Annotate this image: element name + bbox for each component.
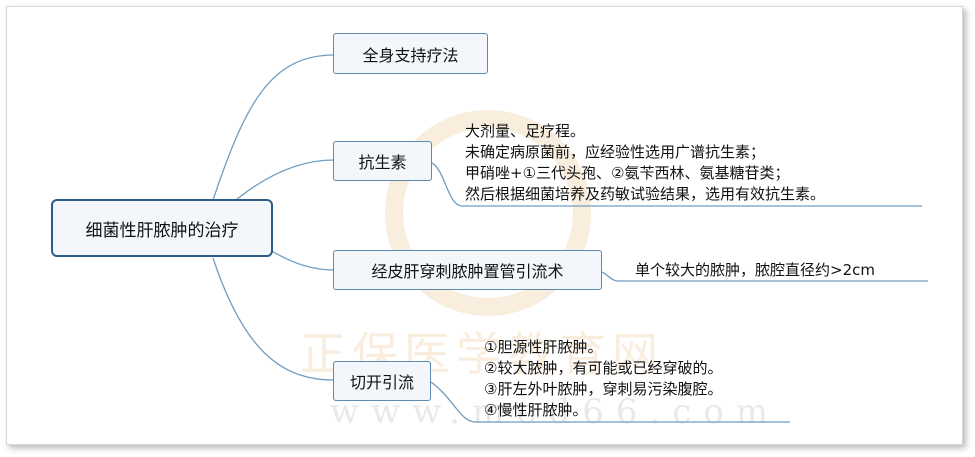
underline-note-3: [601, 271, 928, 282]
underline-note-2: [431, 162, 922, 207]
link-root-branch-4: [212, 257, 335, 381]
note-2-line-1: 大剂量、足疗程。: [465, 122, 586, 140]
note-4-line-1: ①胆源性肝脓肿。: [484, 338, 603, 356]
branch-node-4[interactable]: 切开引流: [333, 361, 431, 401]
link-root-branch-2: [229, 159, 335, 206]
note-2-line-2: 未确定病原菌前，应经验性选用广谱抗生素；: [465, 143, 766, 161]
note-4-line-2: ②较大脓肿，有可能或已经穿破的。: [484, 359, 723, 377]
note-2-line-3: 甲硝唑+①三代头孢、②氨苄西林、氨基糖苷类；: [465, 164, 790, 182]
branch-node-1[interactable]: 全身支持疗法: [333, 33, 488, 74]
note-3-line-1: 单个较大的脓肿，脓腔直径约>2cm: [635, 261, 875, 279]
link-root-branch-1: [212, 54, 335, 201]
underline-note-4: [430, 381, 790, 423]
note-4-line-3: ③肝左外叶脓肿，穿刺易污染腹腔。: [484, 380, 723, 398]
note-4-line-4: ④慢性肝脓肿。: [484, 401, 588, 419]
note-2-line-4: 然后根据细菌培养及药敏试验结果，选用有效抗生素。: [465, 185, 826, 203]
branch-node-2[interactable]: 抗生素: [333, 141, 432, 181]
branch-node-3[interactable]: 经皮肝穿刺脓肿置管引流术: [333, 250, 602, 290]
link-root-branch-3: [269, 249, 335, 271]
root-node[interactable]: 细菌性肝脓肿的治疗: [51, 199, 273, 257]
